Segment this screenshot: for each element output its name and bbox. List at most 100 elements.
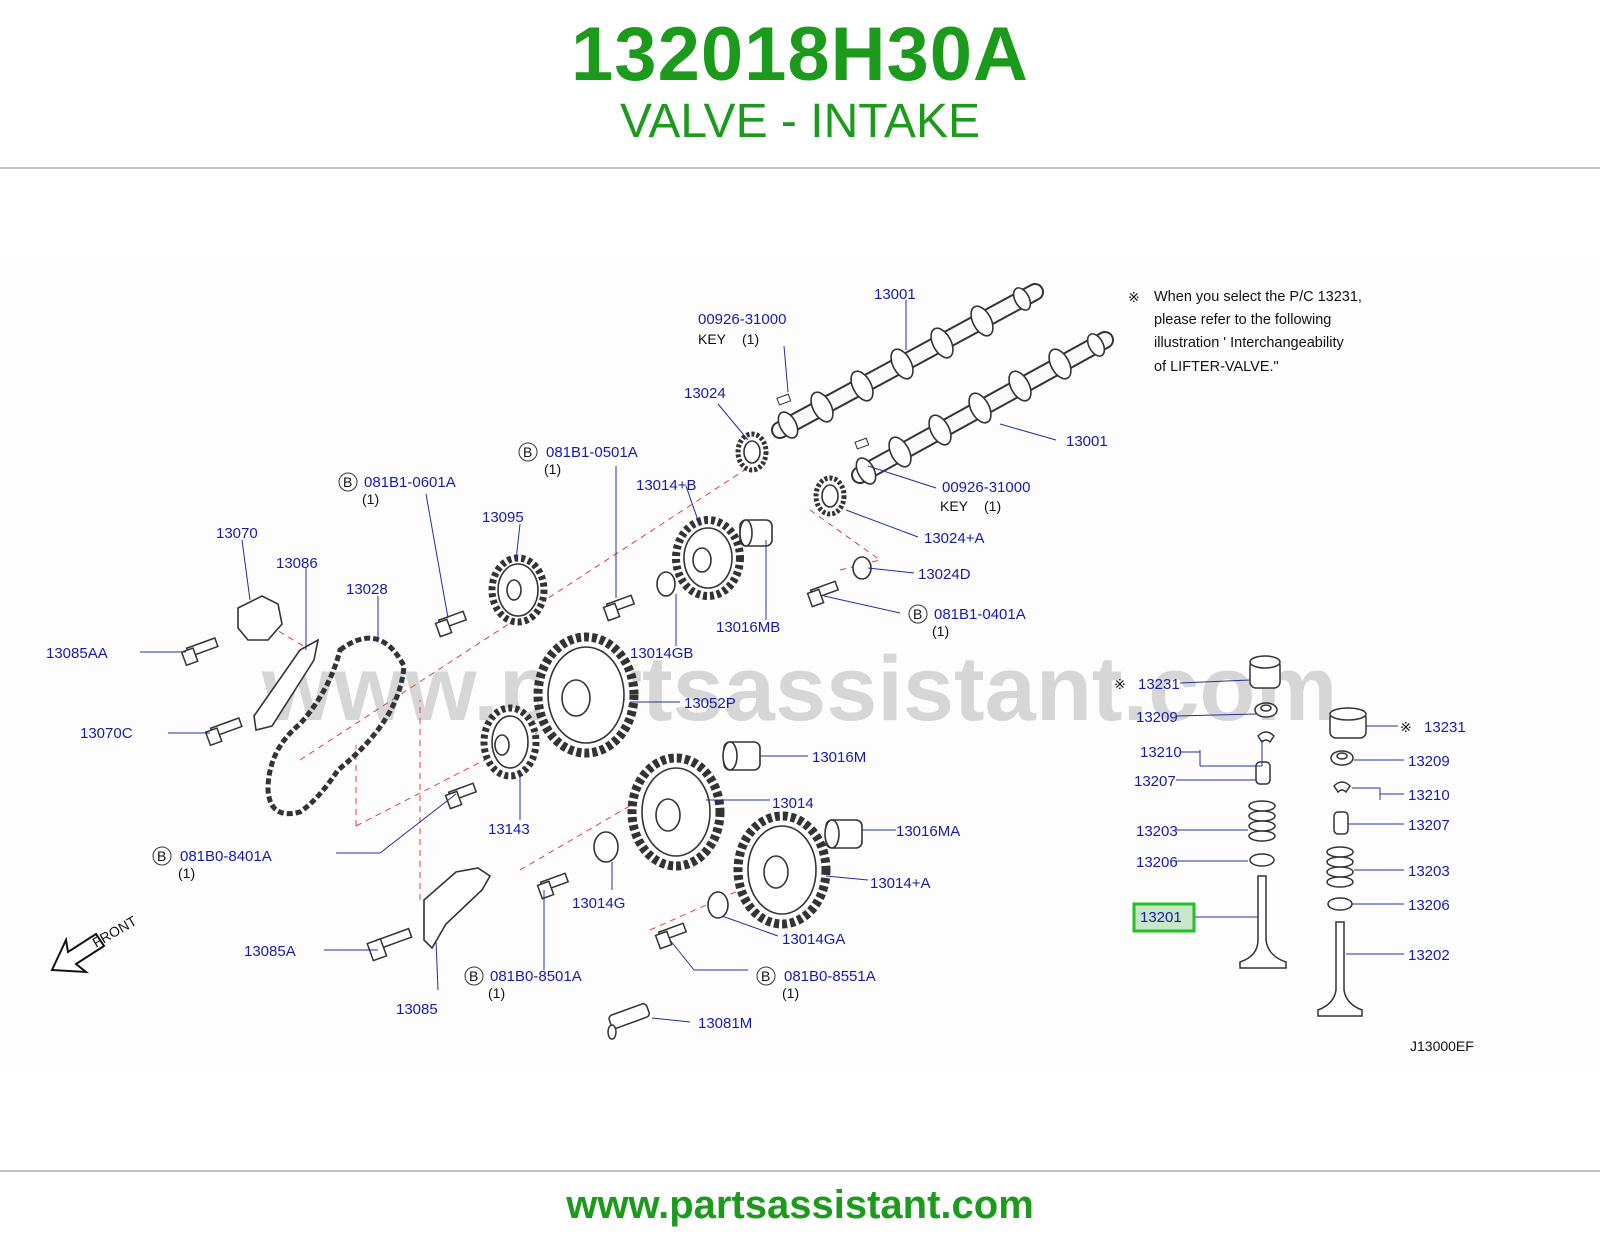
label-13231-right[interactable]: 13231 [1424,719,1466,736]
retainer-13209-left[interactable] [1254,702,1278,718]
label-13085[interactable]: 13085 [396,1001,438,1018]
label-13001-mid[interactable]: 13001 [1066,433,1108,450]
label-081b1-0401a[interactable]: 081B1-0401A [934,606,1026,623]
label-13206-left[interactable]: 13206 [1136,854,1178,871]
bolt-081b0-8551a[interactable] [654,922,688,950]
key-upper[interactable] [776,393,792,406]
valve-13201[interactable] [1239,875,1287,969]
label-13014-a[interactable]: 13014+A [870,875,930,892]
label-13206-right[interactable]: 13206 [1408,897,1450,914]
washer-13014ga[interactable] [707,891,729,919]
label-13001-top[interactable]: 13001 [874,286,916,303]
label-13085a[interactable]: 13085A [244,943,296,960]
seat-13206-right[interactable] [1327,897,1353,911]
label-13052p[interactable]: 13052P [684,695,736,712]
sprocket-13024[interactable] [735,431,769,473]
bolt-081b1-0601a[interactable] [434,610,468,638]
label-13203-right[interactable]: 13203 [1408,863,1450,880]
label-081b0-8401a[interactable]: 081B0-8401A [180,848,272,865]
lifter-13231-right[interactable] [1329,707,1367,739]
label-13209-right[interactable]: 13209 [1408,753,1450,770]
pin-13081m[interactable] [607,1003,650,1040]
hub-13016mb[interactable] [739,519,773,547]
bolt-marker-8551a [756,966,776,986]
bolt-081b0-8401a[interactable] [444,782,478,810]
label-13014-b[interactable]: 13014+B [636,477,696,494]
label-13070c[interactable]: 13070C [80,725,133,742]
bolt-081b0-8501a[interactable] [536,872,570,900]
bolt-081b1-0401a[interactable] [806,580,840,608]
label-13085aa[interactable]: 13085AA [46,645,108,662]
guide-13086[interactable] [253,638,320,731]
label-081b1-0501a[interactable]: 081B1-0501A [546,444,638,461]
label-13016ma[interactable]: 13016MA [896,823,960,840]
label-13016m[interactable]: 13016M [812,749,866,766]
gear-13014-b[interactable] [672,516,744,600]
hub-13016ma[interactable] [824,819,863,849]
label-13209-left[interactable]: 13209 [1136,709,1178,726]
tensioner-13070[interactable] [237,595,283,641]
label-13207-right[interactable]: 13207 [1408,817,1450,834]
note-line-3: illustration ' Interchangeability [1154,335,1345,351]
label-13028[interactable]: 13028 [346,581,388,598]
guide-13085[interactable] [423,867,492,950]
bolt-marker-0401a [908,604,928,624]
label-13024d[interactable]: 13024D [918,566,971,583]
label-13202[interactable]: 13202 [1408,947,1450,964]
label-13143[interactable]: 13143 [488,821,530,838]
bolt-13085aa[interactable] [180,637,219,667]
label-13070[interactable]: 13070 [216,525,258,542]
label-13014g[interactable]: 13014G [572,895,625,912]
label-00926-top[interactable]: 00926-31000 [698,311,786,328]
gear-13095[interactable] [488,554,548,626]
label-13081m[interactable]: 13081M [698,1015,752,1032]
label-13014ga[interactable]: 13014GA [782,931,845,948]
leader-lines [140,300,1404,1023]
valve-13202[interactable] [1317,921,1363,1017]
washer-13014gb[interactable] [656,571,676,597]
key-lower[interactable] [854,437,870,450]
label-13014[interactable]: 13014 [772,795,814,812]
gear-13014-a[interactable] [733,811,831,929]
footer-website[interactable]: www.partsassistant.com [566,1183,1034,1227]
label-13086[interactable]: 13086 [276,555,318,572]
label-13207-left[interactable]: 13207 [1134,773,1176,790]
sprocket-13024-a[interactable] [813,475,847,517]
bolt-13085a[interactable] [366,927,413,962]
label-13024[interactable]: 13024 [684,385,726,402]
note-line-4: of LIFTER-VALVE." [1154,359,1279,375]
label-13095[interactable]: 13095 [482,509,524,526]
gear-13143[interactable] [480,704,540,780]
label-13210-left[interactable]: 13210 [1140,744,1182,761]
bolt-081b1-0501a[interactable] [602,594,636,622]
hub-13016m[interactable] [722,741,761,771]
washer-13014g[interactable] [593,831,619,863]
label-13016mb[interactable]: 13016MB [716,619,780,636]
seal-13207-left[interactable] [1255,761,1271,785]
label-13201[interactable]: 13201 [1140,909,1182,926]
bolt-marker-8551a-letter: B [761,968,770,984]
gear-13052p[interactable] [533,632,639,758]
label-081b0-8501a[interactable]: 081B0-8501A [490,968,582,985]
label-13014gb[interactable]: 13014GB [630,645,693,662]
diagram-code: J13000EF [1410,1038,1474,1054]
seat-13206-left[interactable] [1249,853,1275,867]
spring-13203-left[interactable] [1248,800,1276,842]
camshaft-lower[interactable] [851,331,1114,487]
bolt-13070c[interactable] [204,717,243,747]
label-081b1-0601a[interactable]: 081B1-0601A [364,474,456,491]
label-13203-left[interactable]: 13203 [1136,823,1178,840]
label-13231-left[interactable]: 13231 [1138,676,1180,693]
lifter-13231-left[interactable] [1249,655,1281,689]
spring-13203-right[interactable] [1326,846,1354,888]
collet-13210-left[interactable] [1257,731,1275,744]
collet-13210-right[interactable] [1333,781,1351,794]
label-00926-mid[interactable]: 00926-31000 [942,479,1030,496]
retainer-13209-right[interactable] [1330,750,1354,766]
label-13024-a[interactable]: 13024+A [924,530,984,547]
seal-13207-right[interactable] [1333,811,1349,835]
label-081b0-8551a[interactable]: 081B0-8551A [784,968,876,985]
label-13210-right[interactable]: 13210 [1408,787,1450,804]
camshaft-upper[interactable] [771,283,1044,441]
gear-13014[interactable] [627,753,725,871]
